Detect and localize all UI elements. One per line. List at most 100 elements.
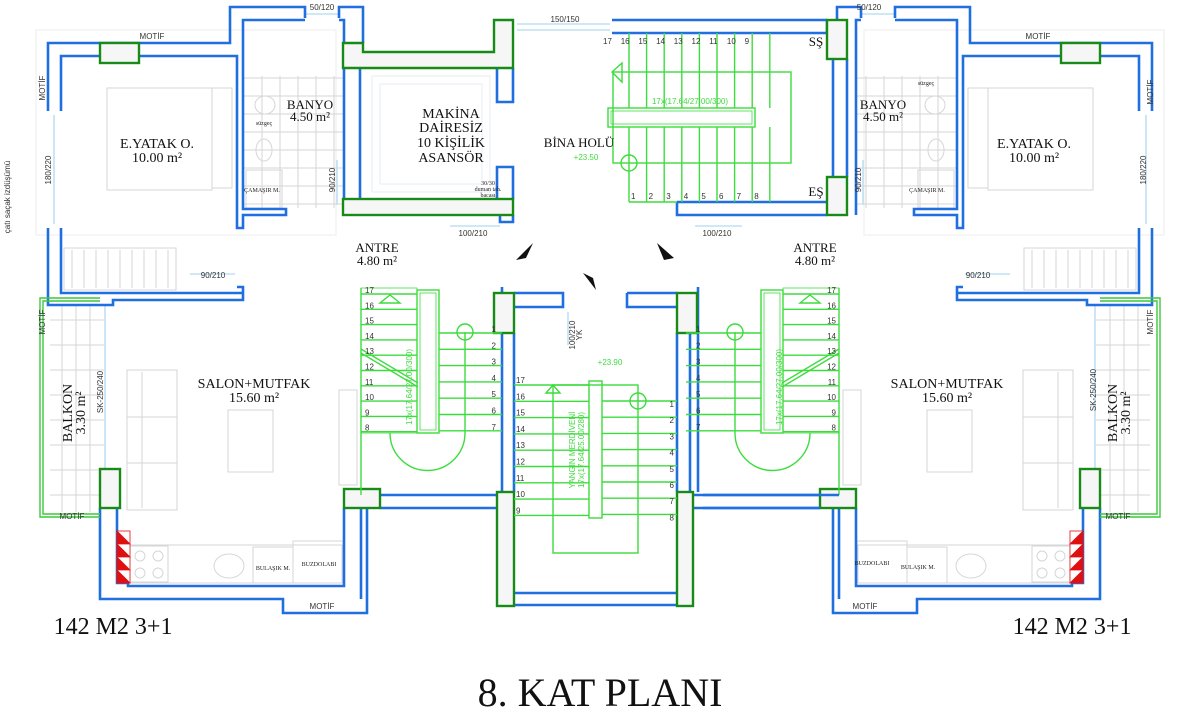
bedroom-area: 10.00 m²	[132, 151, 182, 166]
unit-left-geometry	[34, 5, 504, 615]
stair-step-number: 14	[365, 332, 374, 341]
door-dimension: 100/210	[703, 229, 732, 238]
stair-step-number: 15	[365, 317, 374, 326]
stair-step-number: 7	[737, 192, 742, 201]
stair-step-number: 15	[827, 317, 836, 326]
elevator-shaft	[341, 18, 515, 224]
bathroom-area: 4.50 m²	[863, 109, 903, 124]
washer-label: ÇAMAŞIR M.	[244, 188, 280, 194]
bedroom-name: E.YATAK O.	[120, 137, 194, 152]
bathroom-area: 4.50 m²	[290, 109, 330, 124]
bathroom-name: BANYO	[860, 97, 906, 112]
stair-step-number: 3	[696, 358, 701, 367]
stair-step-number: 5	[670, 465, 675, 474]
fire-door-dimension: 100/210	[568, 320, 577, 349]
stair-step-number: 5	[492, 390, 497, 399]
balcony-name: BALKON	[1106, 384, 1121, 442]
sliding-door-dimension: SK-250/240	[96, 370, 105, 413]
fridge-label: BUZDOLABI	[302, 562, 337, 568]
motif-label: MOTİF	[1146, 309, 1155, 334]
stair-step-number: 12	[692, 37, 701, 46]
stair-step-number: 1	[492, 325, 497, 334]
stair-step-number: 10	[516, 490, 525, 499]
stair-step-number: 6	[719, 192, 724, 201]
motif-label: MOTİF	[853, 602, 878, 611]
sliding-door-dimension: SK-250/240	[1089, 368, 1098, 411]
stair-step-number: 6	[696, 407, 701, 416]
bedroom-area: 10.00 m²	[1009, 151, 1059, 166]
unit-right-geometry	[696, 5, 1166, 615]
stair-step-number: 17	[516, 376, 525, 385]
stair-step-number: 11	[709, 37, 718, 46]
fire-stair-level: +23.90	[598, 358, 623, 367]
unit-stair-spec: 17x(17.64/27.00/300)	[405, 349, 414, 425]
bathroom-name: BANYO	[287, 97, 333, 112]
stair-step-number: 11	[365, 378, 374, 387]
stair-step-number: 9	[745, 37, 750, 46]
stair-step-number: 5	[701, 192, 706, 201]
stair-step-number: 3	[666, 192, 671, 201]
stair-step-number: 4	[696, 374, 701, 383]
drain-label: süzgeç	[256, 121, 273, 127]
stair-step-number: 2	[649, 192, 654, 201]
bed-window-dimension: 180/220	[1139, 155, 1148, 184]
stair-step-number: 4	[492, 374, 497, 383]
hall-level: +23.50	[574, 153, 599, 162]
door-dimension: 100/210	[459, 229, 488, 238]
bath-door-dimension: 90/210	[854, 167, 863, 192]
motif-label: MOTİF	[1146, 79, 1155, 104]
balcony-name: BALKON	[61, 384, 76, 442]
balcony-area: 3.30 m²	[74, 391, 89, 434]
bath-window-dimension: 50/120	[857, 3, 882, 12]
bath-door-dimension: 90/210	[328, 167, 337, 192]
fridge-label: BUZDOLABI	[855, 561, 890, 567]
entrance-name: ANTRE	[793, 240, 836, 255]
stair-step-number: 17	[603, 37, 612, 46]
hall-window-dimension: 150/150	[551, 15, 580, 24]
stair-step-number: 11	[828, 378, 837, 387]
elevator-label-line: MAKİNA	[422, 106, 480, 122]
dirty-shaft-label: EŞ	[808, 184, 823, 199]
elevator-label-line: ASANSÖR	[418, 149, 484, 166]
living-area: 15.60 m²	[229, 391, 279, 406]
dishwasher-label: BULAŞIK M.	[901, 565, 936, 571]
stair-step-number: 4	[684, 192, 689, 201]
hall-label: BİNA HOLÜ	[544, 135, 615, 150]
stair-step-number: 13	[827, 347, 836, 356]
stair-step-number: 14	[516, 425, 525, 434]
stair-step-number: 7	[670, 497, 675, 506]
motif-label: MOTİF	[1106, 512, 1131, 521]
stair-step-number: 13	[365, 347, 374, 356]
stair-step-number: 12	[516, 458, 525, 467]
motif-label: MOTİF	[60, 512, 85, 521]
stair-step-number: 9	[516, 506, 521, 515]
stair-step-number: 17	[365, 286, 374, 295]
unit-right-labels: E.YATAK O. 10.00 m² BANYO 4.50 m² ANTRE …	[775, 3, 1155, 640]
smoke-shaft-label: 30/30	[481, 181, 495, 187]
living-area: 15.60 m²	[922, 391, 972, 406]
bed-window-dimension: 180/220	[44, 155, 53, 184]
stair-step-number: 11	[516, 474, 525, 483]
living-name: SALON+MUTFAK	[891, 377, 1004, 392]
stair-step-number: 14	[827, 332, 836, 341]
stair-step-number: 16	[827, 301, 836, 310]
stair-step-number: 9	[832, 408, 837, 417]
eave-projection-note: çatı saçak izdüşümü	[3, 161, 12, 233]
bed-door-dimension: 90/210	[201, 271, 226, 280]
living-name: SALON+MUTFAK	[198, 377, 311, 392]
unit-area-label: 142 M2 3+1	[1013, 614, 1132, 640]
direction-arrow-icon	[516, 243, 674, 290]
stair-step-number: 2	[696, 341, 701, 350]
smoke-shaft-label: bacası	[481, 193, 496, 199]
fire-stair-spec: 17x(17.64/25.00/280)	[577, 412, 586, 488]
stair-step-number: 8	[365, 424, 370, 433]
main-stair	[607, 18, 849, 217]
stair-step-number: 8	[754, 192, 759, 201]
fire-stair-name: YANGIN MERDİVENİ	[568, 412, 577, 489]
stair-step-number: 5	[696, 390, 701, 399]
stair-step-number: 1	[631, 192, 636, 201]
stair-step-number: 8	[670, 513, 675, 522]
unit-left-labels: E.YATAK O. 10.00 m² BANYO 4.50 m² ANTRE …	[38, 3, 414, 640]
stair-step-number: 14	[656, 37, 665, 46]
